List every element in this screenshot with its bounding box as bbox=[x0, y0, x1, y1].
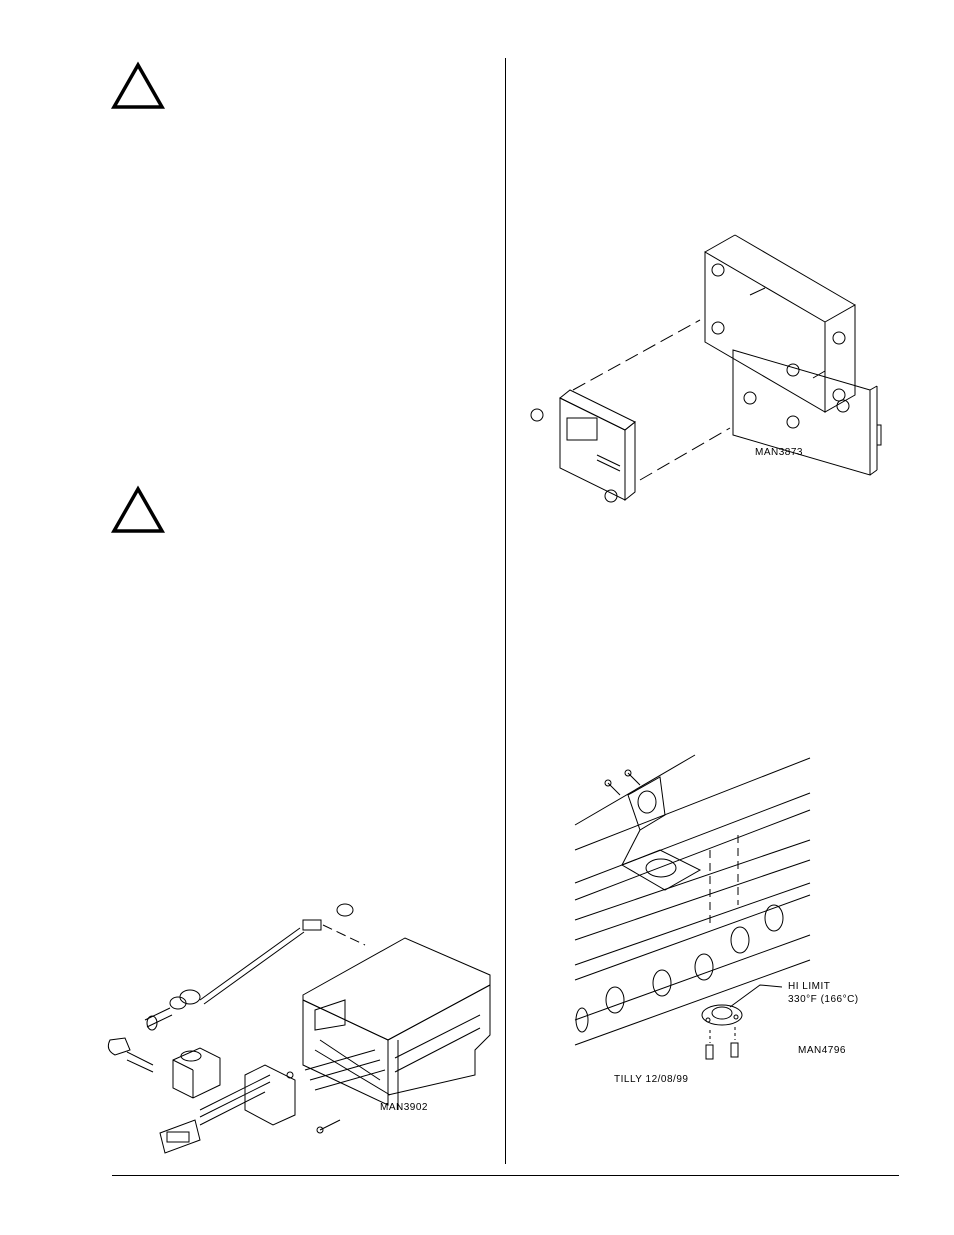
figure-code-man4796: MAN4796 bbox=[798, 1045, 846, 1056]
hi-limit-thermostat-figure: HI LIMIT 330°F (166°C) MAN4796 TILLY 12/… bbox=[574, 754, 858, 1085]
drafter-signature: TILLY 12/08/99 bbox=[614, 1074, 688, 1085]
hi-limit-label: HI LIMIT bbox=[788, 981, 830, 992]
figure-code-man3902: MAN3902 bbox=[380, 1102, 428, 1113]
warning-triangle-icon bbox=[110, 485, 166, 533]
hi-limit-temperature: 330°F (166°C) bbox=[788, 994, 859, 1005]
footer-rule bbox=[112, 1175, 899, 1176]
burner-assembly-figure: MAN3902 bbox=[107, 903, 491, 1154]
figure-code-man3873: MAN3873 bbox=[755, 447, 803, 458]
control-box-mounting-figure: MAN3873 bbox=[530, 234, 882, 503]
warning-triangle-icon bbox=[110, 61, 166, 109]
column-divider bbox=[505, 58, 506, 1164]
